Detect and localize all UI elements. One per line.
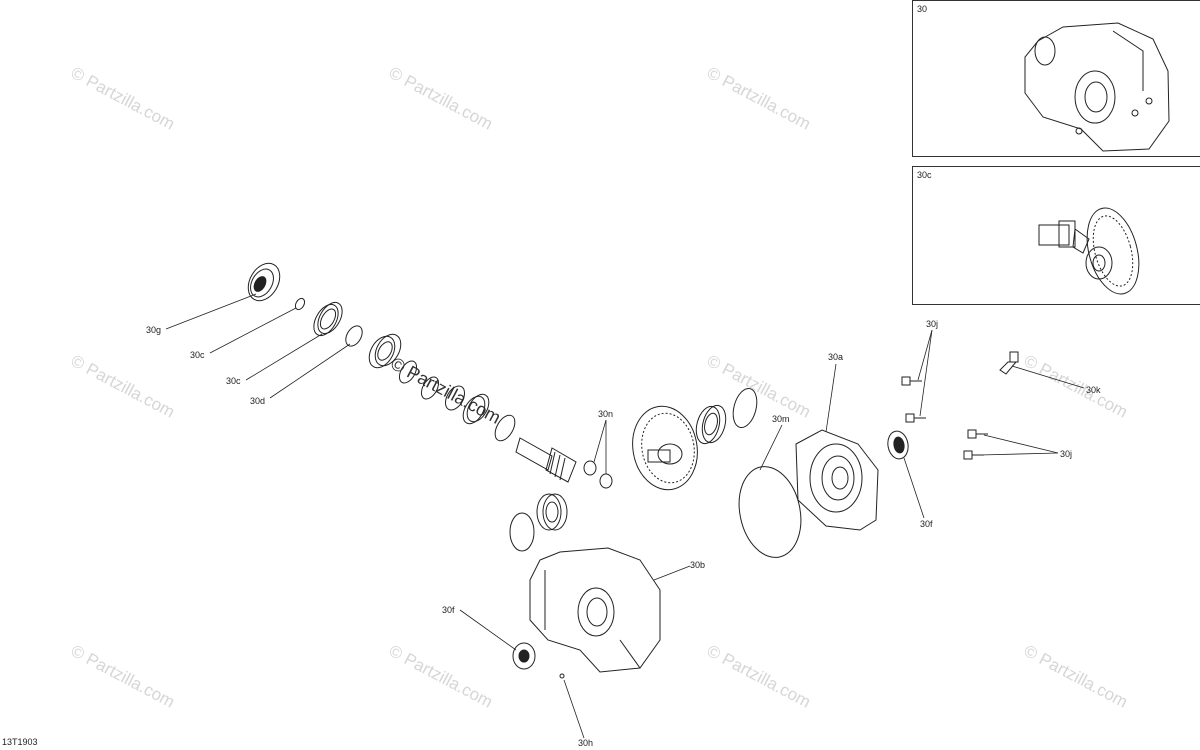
leader-line (825, 363, 837, 433)
callout-30b: 30b (690, 560, 706, 570)
seal-30f-part (512, 642, 536, 670)
ring-gear-part (632, 405, 698, 491)
leader-line (917, 329, 933, 381)
leader-line (269, 343, 351, 399)
ring-part (494, 414, 516, 442)
bearing-race-part (313, 301, 343, 337)
bolt-30j-part (905, 413, 926, 423)
seal-30g-part (247, 262, 281, 302)
leader-line (979, 452, 1059, 456)
bolt-30j-part (967, 429, 988, 439)
cover-30a-part (795, 429, 879, 531)
callout-30a: 30a (828, 352, 844, 362)
bushing-30n-part (599, 473, 613, 489)
callout-30c: 30c (190, 350, 205, 360)
snap-ring-part (509, 512, 535, 552)
leader-line (245, 333, 323, 381)
seal-30f-part (887, 430, 909, 460)
shim-part (445, 385, 465, 411)
ring-30c-part (294, 297, 306, 311)
leader-line (563, 679, 585, 739)
bushing-30n-part (583, 460, 597, 476)
callout-30j: 30j (1060, 449, 1073, 459)
housing-30b-part (529, 547, 661, 673)
bearing-part (695, 404, 727, 445)
shim-part (420, 376, 440, 400)
leader-line (919, 329, 933, 417)
diagram-code: 13T1903 (2, 737, 38, 747)
gearset-drawing (1038, 207, 1140, 295)
callout-30m: 30m (772, 414, 790, 424)
bearing-part (368, 333, 402, 369)
leader-line (759, 424, 783, 471)
leader-line (1011, 365, 1085, 389)
oring-30m-part (738, 466, 802, 558)
leader-line (459, 609, 517, 651)
snap-ring-part (732, 387, 758, 429)
leader-line (903, 457, 925, 519)
callout-30c: 30c (226, 376, 241, 386)
bolt-30j-part (901, 376, 922, 386)
callout-30g: 30g (146, 325, 162, 335)
assembly-drawing (1024, 22, 1170, 152)
callout-30n: 30n (598, 409, 614, 419)
plug-30h-part (559, 673, 565, 679)
callout-30h: 30h (578, 738, 594, 748)
inset-assembly-label: 30 (917, 4, 928, 14)
callout-30d: 30d (250, 396, 266, 406)
bearing-part (536, 493, 568, 531)
leader-line (983, 434, 1059, 454)
washer-30d-part (345, 325, 363, 347)
bearing-part (462, 393, 490, 425)
inset-gearset-label: 30c (917, 170, 932, 180)
inset-assembly: 30 (912, 0, 1200, 157)
breather-30k-part (999, 351, 1019, 375)
shim-part (398, 360, 418, 384)
callout-30f: 30f (442, 605, 455, 615)
leader-line (209, 307, 297, 354)
callout-30k: 30k (1086, 385, 1101, 395)
pinion-shaft-part (515, 437, 577, 483)
callout-30j: 30j (926, 319, 939, 329)
leader-line (593, 419, 607, 463)
leader-line (653, 565, 691, 581)
inset-gearset: 30c (912, 166, 1200, 305)
leader-line (165, 293, 257, 330)
callout-30f: 30f (920, 519, 933, 529)
